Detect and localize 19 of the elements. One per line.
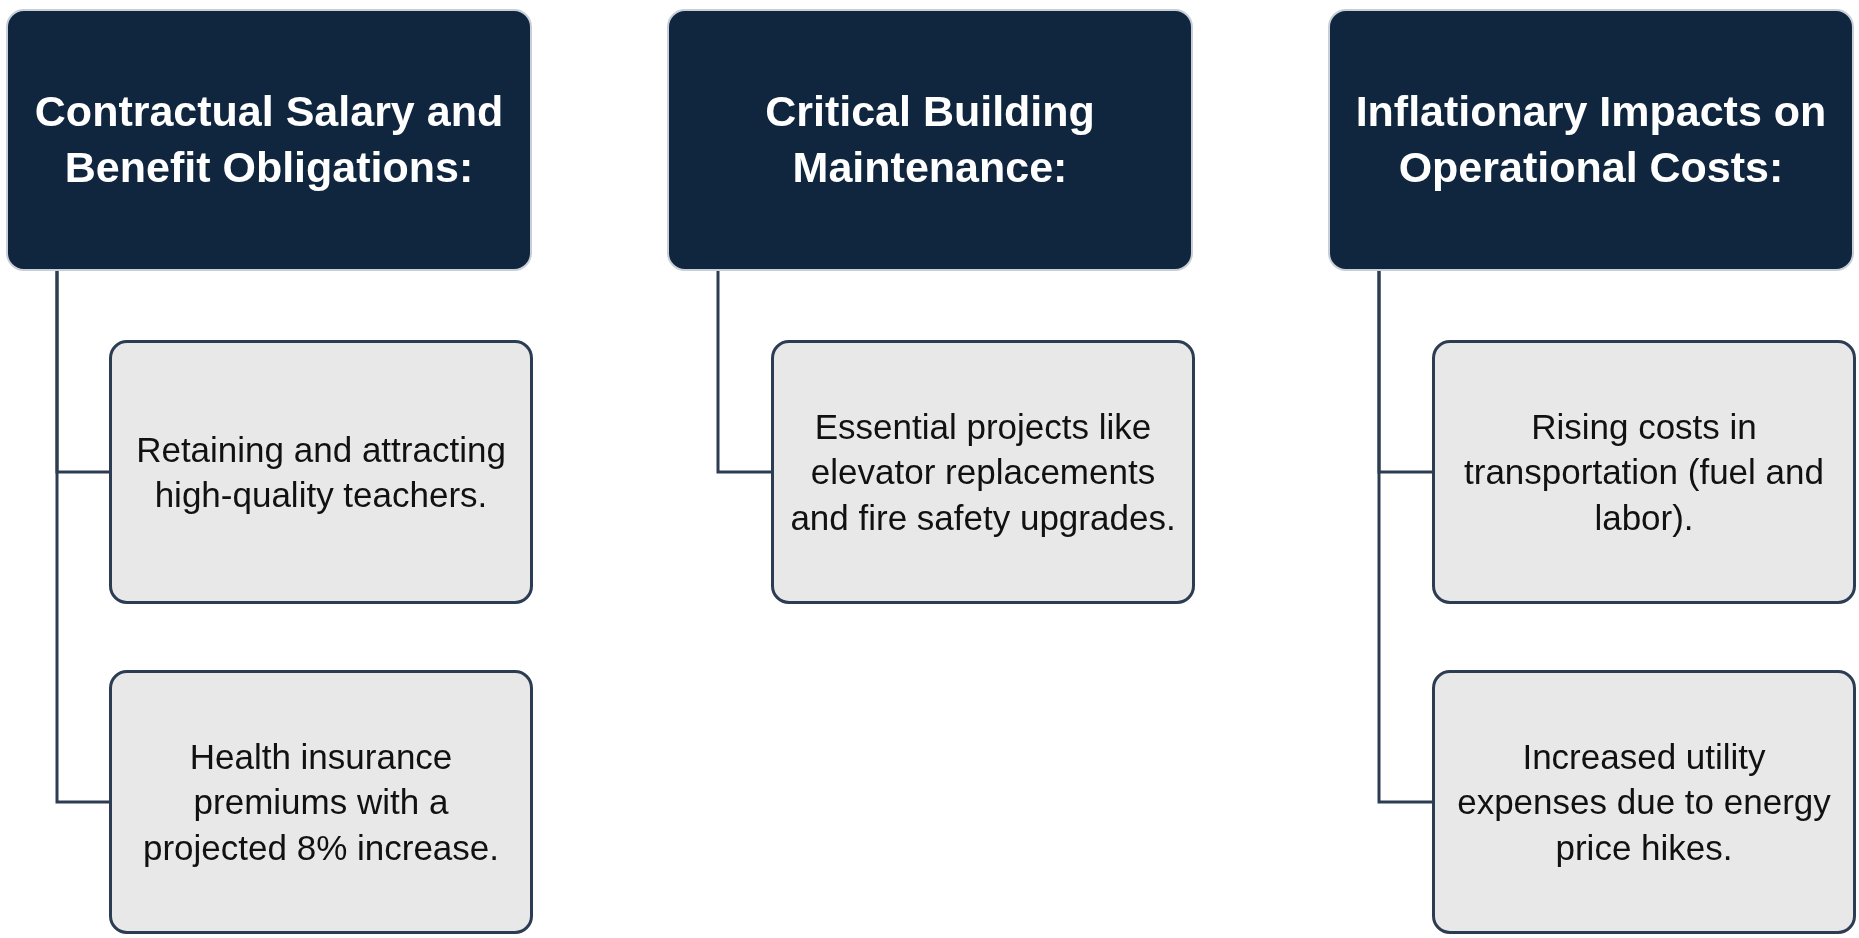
item-box [109,340,533,604]
connector-line [716,271,771,474]
connector-line [1377,271,1432,804]
item-box [1432,670,1856,934]
item-text: Rising costs in transportation (fuel and labor). [1463,405,1825,539]
item-box [1432,340,1856,604]
category-title: Inflationary Impacts on Operational Costs: [1354,86,1828,193]
category-box [667,9,1193,271]
item-text: Essential projects like elevator replacements and fire safety upgrades. [790,405,1176,539]
item-box [771,340,1195,604]
item-text: Retaining and attracting high-quality teachers. [135,428,507,516]
connector-line [55,271,109,804]
item-text: Health insurance premiums with a projected 8% increase. [141,735,500,869]
category-box [6,9,532,271]
category-title: Critical Building Maintenance: [764,86,1096,193]
item-box [109,670,533,934]
category-title: Contractual Salary and Benefit Obligations: [33,86,505,193]
category-box [1328,9,1854,271]
item-text: Increased utility expenses due to energy price hikes. [1456,735,1832,869]
